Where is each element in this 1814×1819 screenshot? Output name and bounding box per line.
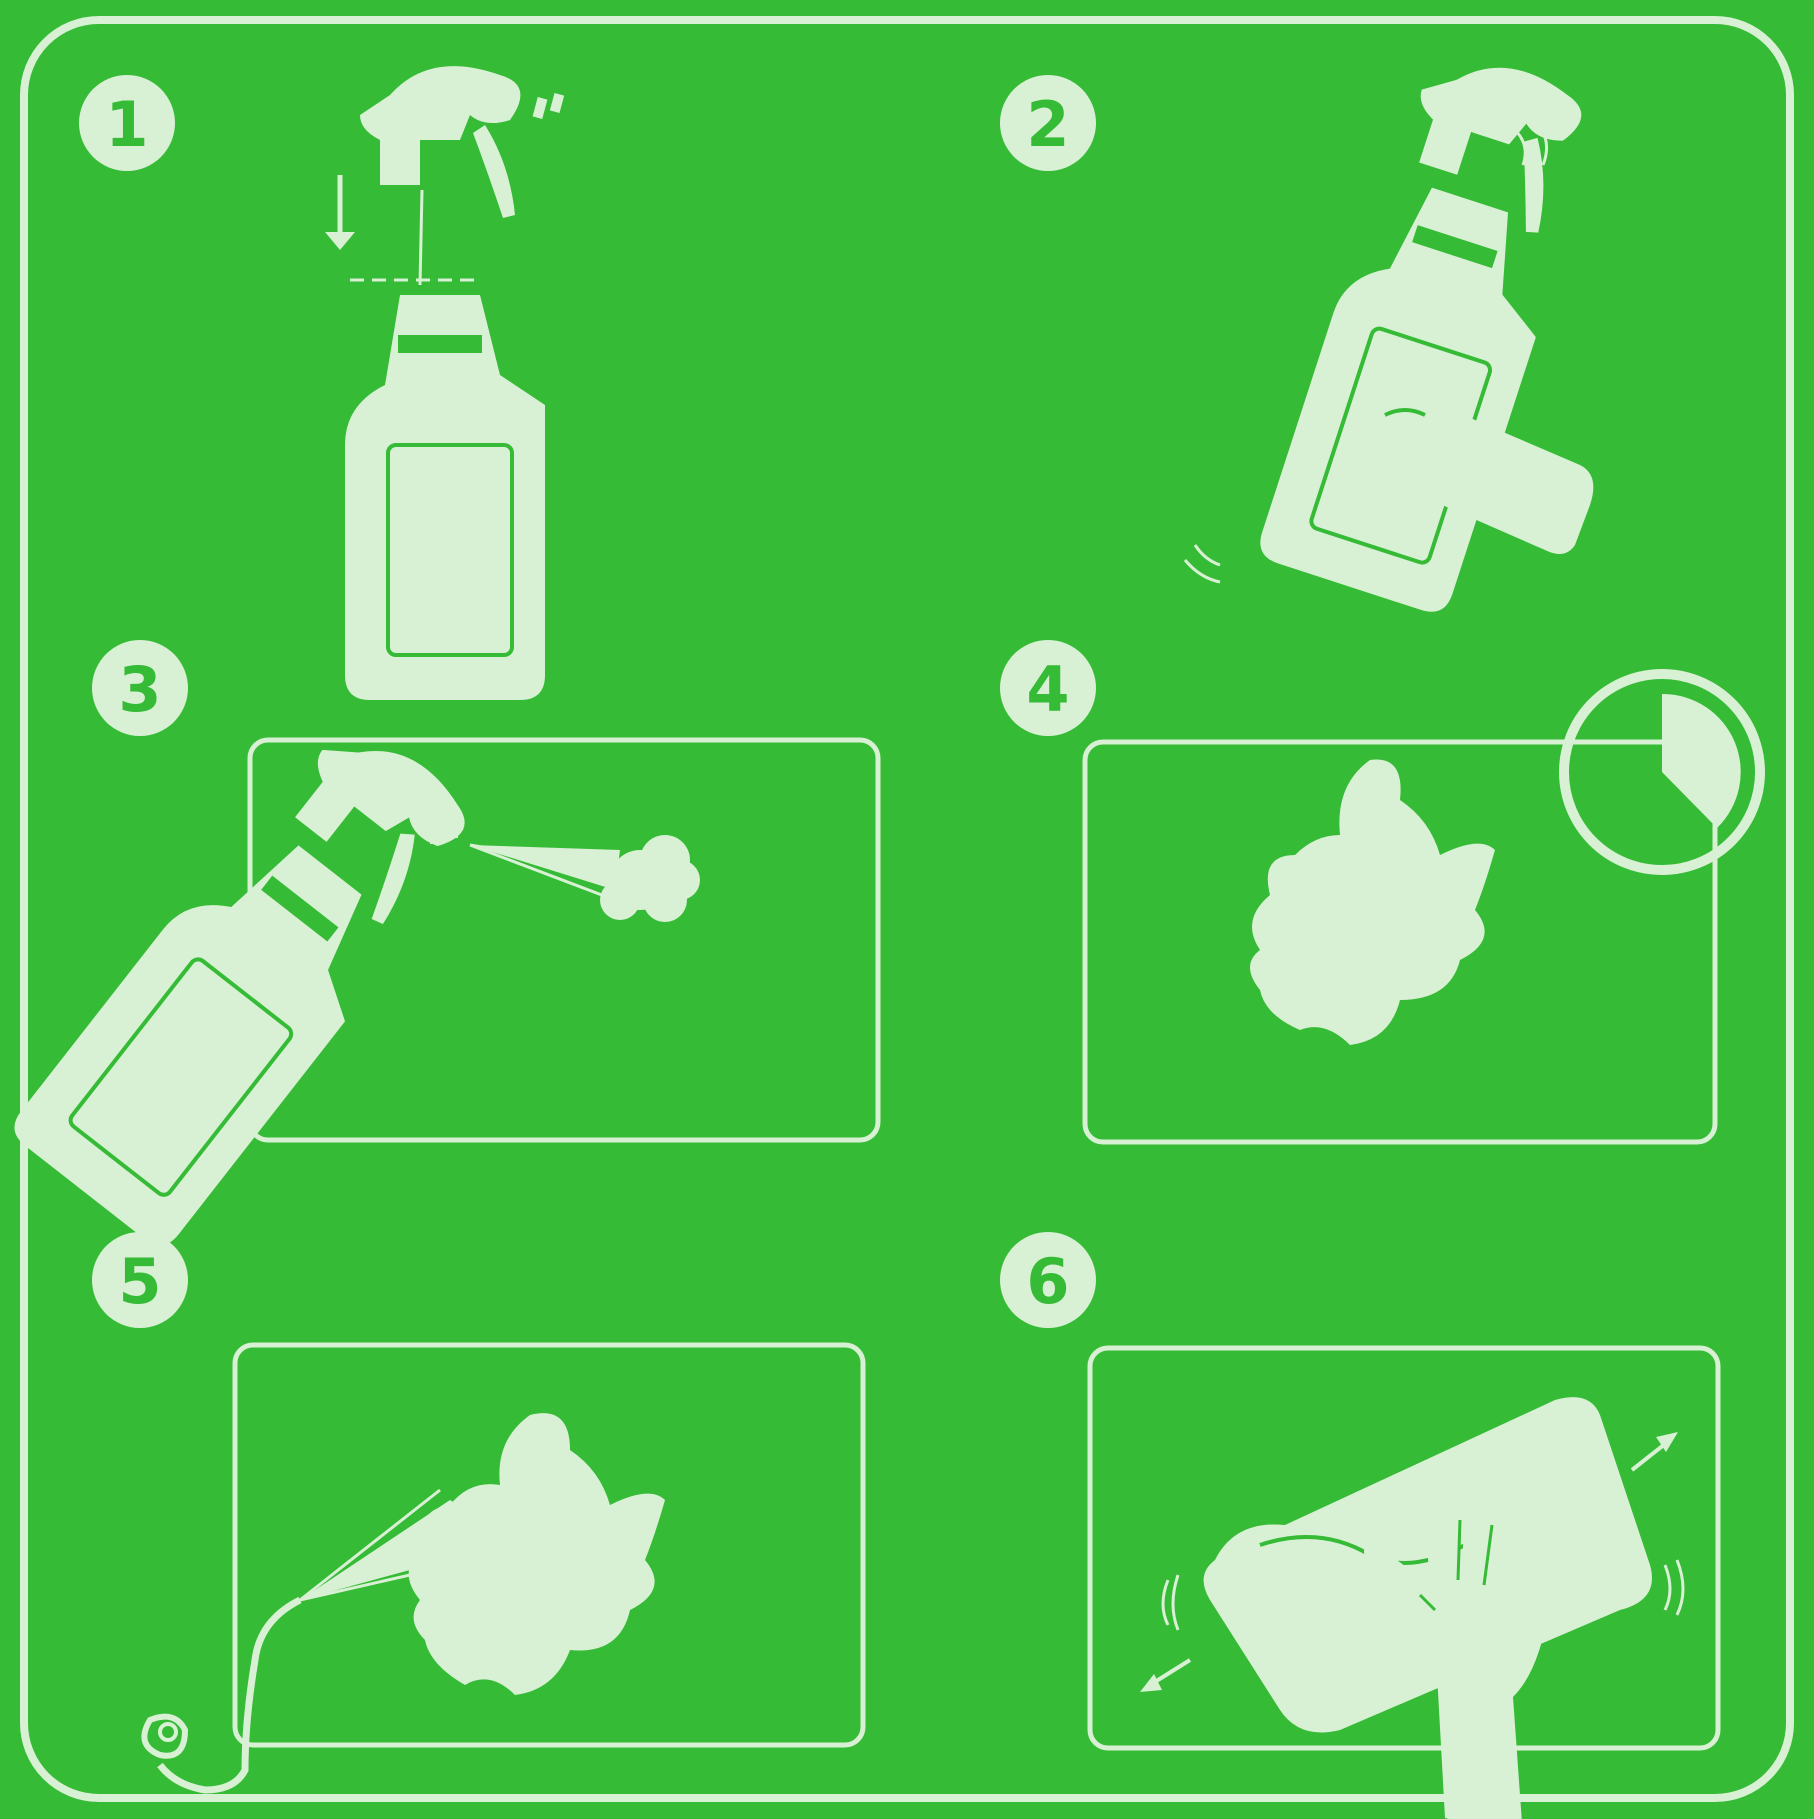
step-number-badge: 2 <box>1000 75 1096 171</box>
shake-bottle-icon <box>1185 39 1613 618</box>
step-number-badge: 4 <box>1000 640 1096 736</box>
step-number: 4 <box>1026 653 1069 726</box>
step-4: 4 <box>1000 640 1760 1142</box>
rinse-hose-icon <box>144 1345 863 1790</box>
step-6: 6 <box>1000 1232 1718 1819</box>
spray-surface-icon <box>6 702 878 1254</box>
step-3: 3 <box>6 640 878 1254</box>
step-number-badge: 6 <box>1000 1232 1096 1328</box>
unscrew-nozzle-icon <box>325 66 564 700</box>
step-number-badge: 1 <box>79 75 175 171</box>
step-number: 2 <box>1026 88 1069 161</box>
step-number: 1 <box>105 88 148 161</box>
step-number: 3 <box>118 653 161 726</box>
step-1: 1 <box>79 66 564 700</box>
step-number: 6 <box>1026 1245 1069 1318</box>
step-2: 2 <box>1000 39 1613 618</box>
step-number-badge: 5 <box>92 1232 188 1328</box>
step-number: 5 <box>118 1245 161 1318</box>
wipe-cloth-icon <box>1090 1348 1718 1819</box>
step-5: 5 <box>92 1232 863 1790</box>
step-number-badge: 3 <box>92 640 188 736</box>
wait-timer-icon <box>1085 674 1760 1142</box>
